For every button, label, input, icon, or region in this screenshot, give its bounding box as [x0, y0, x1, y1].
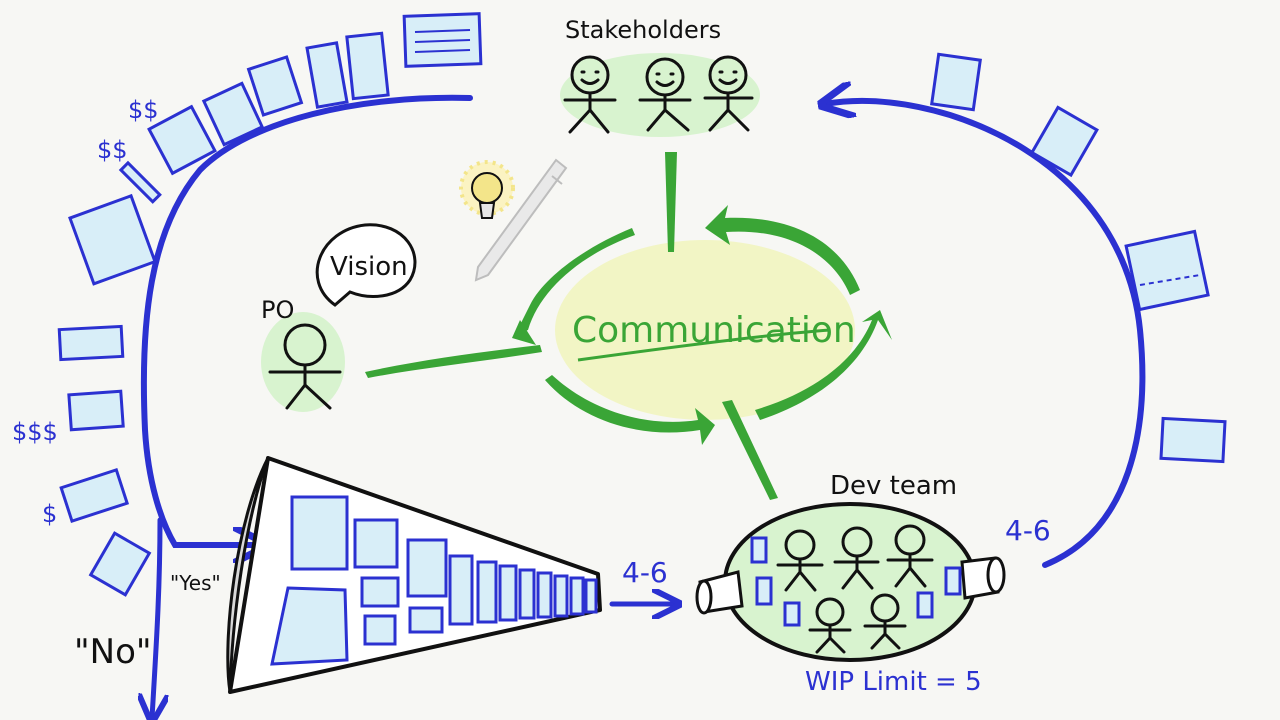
- backlog-arc: $$ $$ $$$ $ "Yes" "No": [12, 12, 483, 720]
- funnel-card: [353, 518, 399, 569]
- funnel-card: [448, 554, 474, 626]
- out-rate-label: 4-6: [1005, 514, 1051, 547]
- backlog-card: [118, 160, 162, 204]
- dev-team-label: Dev team: [830, 471, 957, 501]
- po-figure: [268, 323, 342, 410]
- intake-funnel: [226, 456, 602, 694]
- developer-figure: [886, 524, 934, 588]
- cycle-arrow: [705, 205, 860, 295]
- pen-icon: [474, 158, 568, 282]
- funnel-card: [518, 568, 536, 620]
- delivered-card: [1029, 105, 1099, 178]
- backlog-card: [68, 193, 157, 286]
- backlog-card: [147, 104, 217, 176]
- value-label: $$: [128, 96, 159, 124]
- backlog-cards: [57, 12, 483, 597]
- cycle-arrow: [515, 228, 635, 335]
- dev-team-link-arrow: [722, 400, 778, 500]
- cycle-arrow: [755, 310, 892, 420]
- delivery-arc: 4-6: [825, 52, 1227, 568]
- rejected-flow-arrow: [152, 517, 160, 720]
- backlog-card: [305, 41, 349, 109]
- wip-cards: [750, 536, 962, 627]
- funnel-card: [584, 578, 598, 614]
- funnel-card: [360, 576, 400, 608]
- developer-figure: [863, 593, 907, 650]
- funnel-card: [536, 571, 553, 619]
- wip-limit-label: WIP Limit = 5: [805, 667, 982, 697]
- po-link-arrow: [365, 345, 542, 378]
- wip-card: [750, 536, 768, 564]
- delivered-card: [1159, 416, 1227, 464]
- wip-card: [783, 601, 801, 627]
- vision-speech-bubble: [315, 223, 417, 307]
- lightbulb-icon: [459, 160, 515, 219]
- dev-team-group: Dev team: [695, 471, 1006, 697]
- communication-highlight: [555, 240, 855, 420]
- in-rate-label: 4-6: [622, 556, 668, 589]
- stakeholder-figure: [638, 57, 692, 132]
- backlog-card: [67, 389, 125, 432]
- wip-card: [944, 566, 962, 596]
- value-label: $$: [97, 136, 128, 164]
- backlog-card: [402, 12, 483, 68]
- funnel-card: [569, 576, 585, 616]
- delivered-card: [930, 52, 982, 112]
- delivery-flow-arrow: [825, 101, 1146, 568]
- stakeholders-label: Stakeholders: [565, 16, 721, 44]
- developer-figure: [808, 597, 852, 654]
- stakeholder-figure: [563, 55, 617, 134]
- funnel-card: [553, 574, 569, 618]
- funnel-card: [406, 538, 448, 598]
- delivered-card: [1124, 229, 1210, 312]
- stakeholder-link-arrow: [665, 152, 677, 252]
- backlog-card: [345, 31, 390, 101]
- flow-to-dev-team: 4-6: [609, 556, 676, 604]
- funnel-card: [363, 614, 397, 646]
- value-label: $$$: [12, 418, 58, 446]
- cycle-arrow: [545, 375, 715, 445]
- developer-figure: [833, 526, 880, 590]
- stakeholders-group: Stakeholders: [560, 16, 760, 137]
- funnel-card: [408, 606, 444, 634]
- dev-team-pipe-in: [695, 570, 744, 615]
- developer-figure: [776, 529, 824, 592]
- backlog-card: [246, 55, 304, 117]
- funnel-card: [270, 586, 349, 666]
- funnel-card: [498, 564, 518, 622]
- wip-card: [755, 576, 773, 606]
- yes-label: "Yes": [170, 571, 221, 595]
- product-owner-group: PO Vision: [261, 223, 417, 412]
- dev-team-pipe-out: [960, 556, 1006, 600]
- funnel-card: [476, 560, 498, 624]
- delivered-cards: [930, 52, 1227, 464]
- backlog-card: [57, 324, 125, 362]
- value-label: $: [42, 500, 57, 528]
- wip-card: [916, 591, 934, 619]
- funnel-mouth: [226, 457, 270, 693]
- backlog-flow-arrow: [140, 94, 473, 545]
- no-label: "No": [74, 632, 152, 672]
- po-label: PO: [261, 296, 294, 324]
- funnel-cards: [270, 495, 598, 666]
- stakeholder-figure: [703, 55, 754, 132]
- funnel-card: [290, 495, 349, 571]
- backlog-card: [88, 531, 152, 597]
- backlog-card: [201, 81, 265, 147]
- communication-hub: Communication: [365, 152, 892, 500]
- backlog-card: [59, 467, 130, 523]
- communication-cycle-arrows: [365, 152, 892, 500]
- vision-label: Vision: [330, 252, 408, 282]
- dev-team-members: [776, 524, 934, 654]
